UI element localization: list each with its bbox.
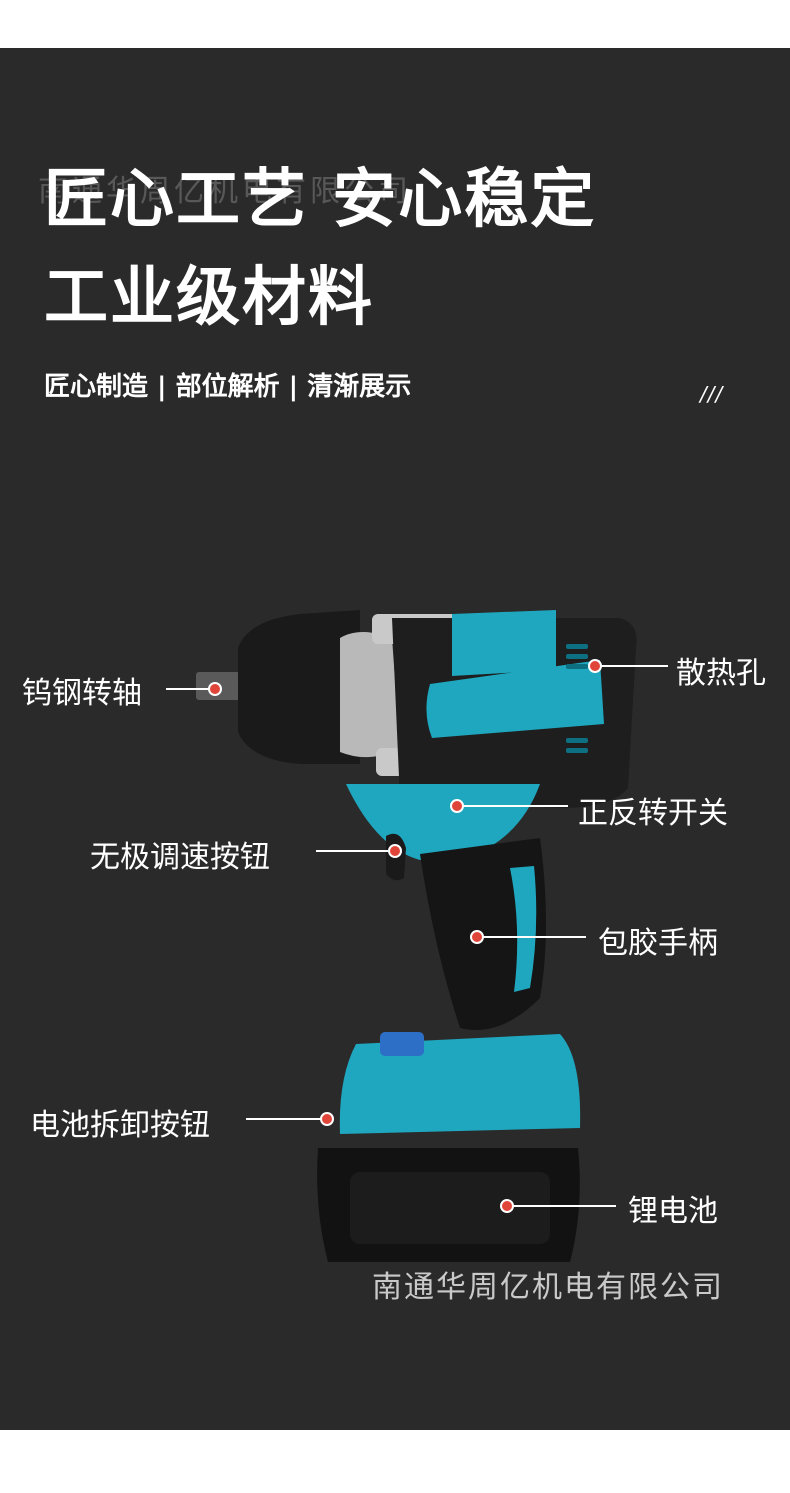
callout-direction-switch-line xyxy=(462,805,568,807)
subtitle: 匠心制造 | 部位解析 | 清渐展示 xyxy=(44,372,412,402)
callout-anvil-marker xyxy=(208,682,222,696)
callout-grip-label: 包胶手柄 xyxy=(598,926,718,961)
front-ring xyxy=(340,632,400,758)
headline-line-1: 匠心工艺 安心稳定 xyxy=(44,163,597,237)
decor-slashes: /// xyxy=(700,382,724,406)
callout-direction-switch-marker xyxy=(450,799,464,813)
battery-grip-pad xyxy=(350,1172,550,1244)
callout-trigger-label: 无极调速按钮 xyxy=(90,840,270,875)
battery-top xyxy=(339,1034,581,1134)
callout-battery-release-label: 电池拆卸按钮 xyxy=(30,1108,210,1143)
teal-side-plate xyxy=(426,660,604,738)
headline-line-2: 工业级材料 xyxy=(44,261,374,335)
callout-grip-marker xyxy=(470,930,484,944)
callout-vents-label: 散热孔 xyxy=(676,656,766,691)
callout-vents-line xyxy=(600,665,668,667)
company-watermark-top: 南通华周亿机电有限公司 xyxy=(38,174,412,209)
vent-slots xyxy=(566,644,588,753)
callout-battery-release-line xyxy=(246,1118,322,1120)
teal-top-panel xyxy=(452,610,556,676)
battery-led-pad xyxy=(380,1032,424,1056)
callout-battery-marker xyxy=(500,1199,514,1213)
callout-battery-label: 锂电池 xyxy=(628,1194,718,1229)
callout-trigger-line xyxy=(316,850,388,852)
hammer-case xyxy=(238,610,360,764)
callout-battery-release-marker xyxy=(320,1112,334,1126)
company-watermark-bottom: 南通华周亿机电有限公司 xyxy=(372,1270,724,1305)
callout-trigger-marker xyxy=(388,844,402,858)
callout-anvil-line xyxy=(166,688,212,690)
callout-grip-line xyxy=(482,936,586,938)
product-panel: 南通华周亿机电有限公司 匠心工艺 安心稳定 工业级材料 匠心制造 | 部位解析 … xyxy=(0,48,790,1430)
handle-stripe xyxy=(510,866,537,992)
callout-anvil-label: 钨钢转轴 xyxy=(22,676,142,711)
callout-vents-marker xyxy=(588,659,602,673)
callout-battery-line xyxy=(512,1205,616,1207)
callout-direction-switch-label: 正反转开关 xyxy=(578,796,728,831)
